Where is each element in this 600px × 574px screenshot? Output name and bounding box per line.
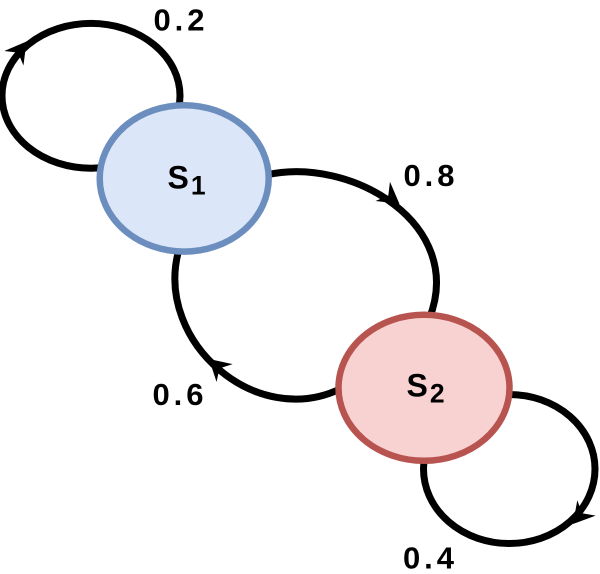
svg-text:0.8: 0.8: [403, 158, 458, 193]
svg-text:0.4: 0.4: [403, 541, 458, 574]
svg-text:S1: S1: [168, 160, 206, 201]
svg-text:0.2: 0.2: [153, 3, 208, 38]
svg-text:0.6: 0.6: [152, 377, 207, 412]
